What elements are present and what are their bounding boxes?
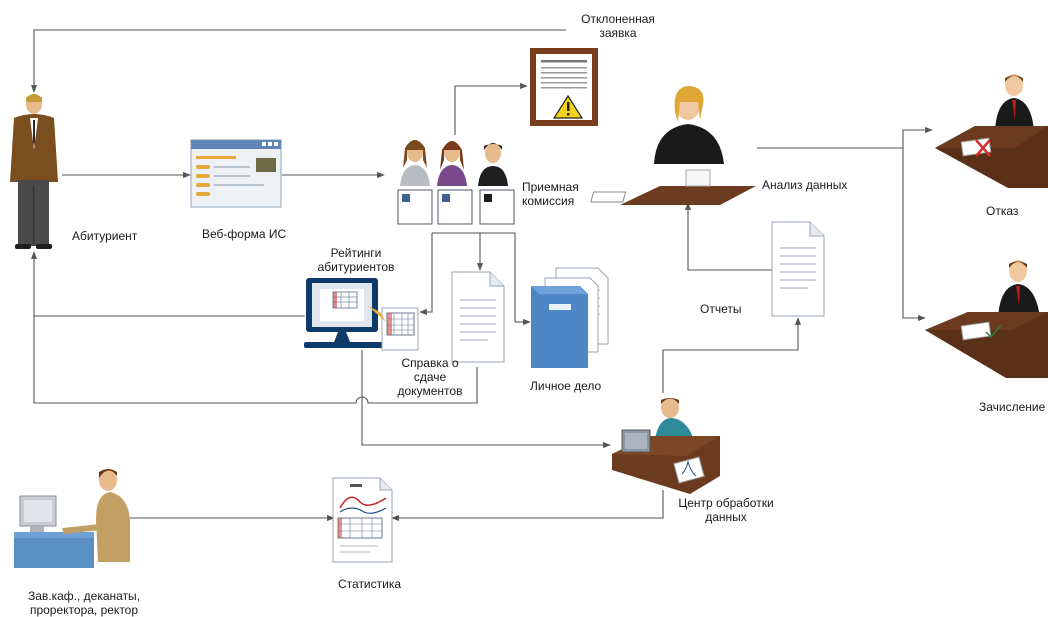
line-commission-branch [432, 232, 516, 322]
label-ratings-line2: абитуриентов [317, 260, 395, 274]
label-ratings-line1: Рейтинги [330, 246, 382, 260]
label-admission-line1: Приемная [522, 180, 579, 194]
rejected-document-warning-icon [530, 48, 598, 126]
label-applicant: Абитуриент [72, 229, 138, 243]
arrow-commission-to-rejected [454, 82, 528, 135]
arrow-rejected-to-applicant [30, 29, 566, 93]
label-management-line2: проректора, ректор [29, 603, 139, 617]
ratings-monitor-icon [304, 278, 386, 348]
label-ratings: Рейтинги абитуриентов [318, 246, 395, 274]
analyst-desk-icon [590, 86, 756, 205]
enrollment-desk-icon [925, 260, 1048, 378]
label-admission-committee: Приемная комиссия [522, 180, 579, 208]
management-computer-user-icon [14, 469, 130, 568]
label-web-form: Веб-форма ИС [202, 227, 287, 241]
document-page-icon [451, 271, 505, 363]
label-processing-center: Центр обработки данных [678, 496, 773, 524]
statistics-report-icon [332, 477, 393, 563]
label-statistics: Статистика [338, 577, 402, 591]
applicant-person-icon [10, 94, 58, 249]
label-certificate-line1: Справка о [401, 356, 459, 370]
connectors [30, 29, 933, 522]
label-certificate-line2: сдаче [413, 370, 447, 384]
label-processing-line1: Центр обработки [678, 496, 774, 510]
certificate-spreadsheet-icon [368, 306, 419, 351]
label-management: Зав.каф., деканаты, проректора, ректор [28, 589, 140, 617]
refusal-desk-icon [935, 74, 1048, 188]
label-data-analysis: Анализ данных [762, 178, 848, 192]
arrow-analysis-to-enrollment [902, 148, 926, 322]
label-processing-line2: данных [705, 510, 747, 524]
arrow-reports-to-analysis [684, 202, 800, 271]
arrow-analysis-to-refusal [757, 126, 933, 149]
label-reports: Отчеты [700, 302, 742, 316]
label-certificate-line3: документов [397, 384, 463, 398]
arrow-processing-to-statistics [391, 490, 664, 522]
label-certificate: Справка о сдаче документов [398, 356, 463, 398]
label-admission-line2: комиссия [522, 194, 575, 208]
label-refusal: Отказ [986, 204, 1019, 218]
arrow-commission-to-certificate [419, 233, 433, 316]
label-rejected-application: Отклоненная заявка [581, 12, 655, 40]
label-rejected-line1: Отклоненная [581, 12, 655, 26]
label-enrollment: Зачисление [979, 400, 1046, 414]
label-personal-file: Личное дело [530, 379, 602, 393]
label-rejected-line2: заявка [599, 26, 637, 40]
reports-document-icon [771, 221, 825, 317]
arrow-processing-to-reports [662, 317, 802, 393]
web-form-window-icon [190, 139, 282, 208]
personal-file-folder-icon [531, 267, 609, 368]
processing-center-desk-icon [612, 398, 720, 494]
arrow-monitor-to-processing [361, 350, 611, 449]
label-management-line1: Зав.каф., деканаты, [27, 589, 141, 603]
arrow-monitor-to-applicant [30, 251, 305, 317]
commission-people-icon [397, 140, 515, 225]
